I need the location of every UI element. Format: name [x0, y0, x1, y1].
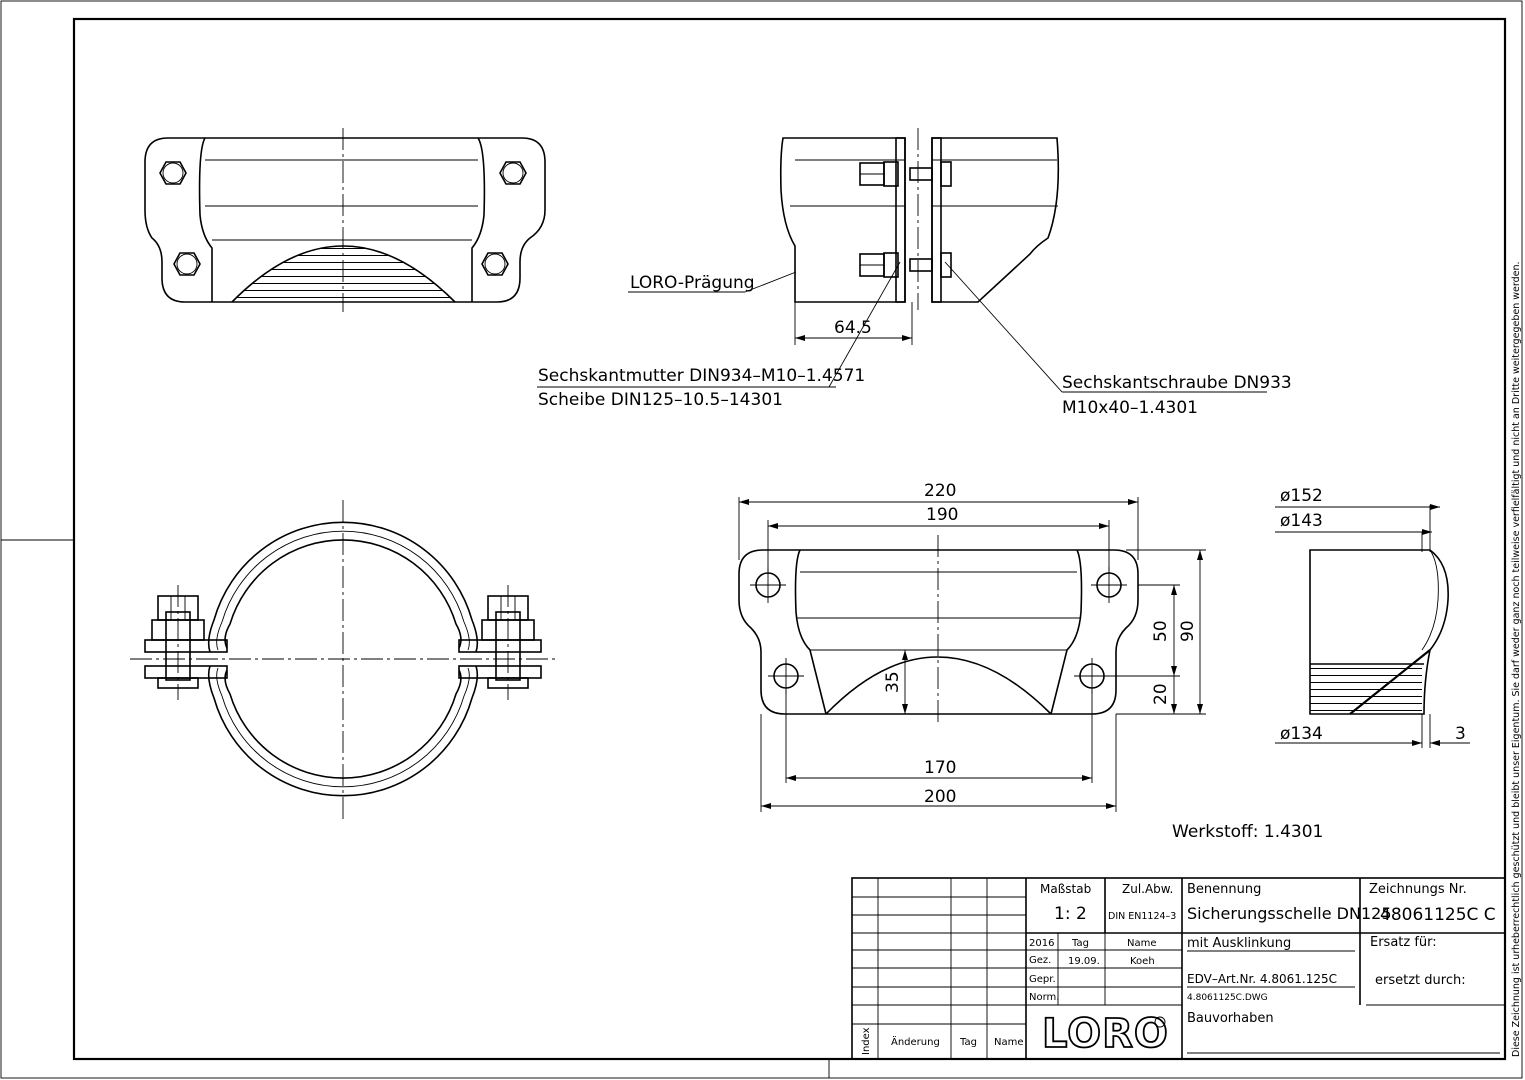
part-subname: mit Ausklinkung	[1187, 936, 1291, 951]
tolerance-value: DIN EN1124–3	[1108, 911, 1176, 922]
dim-50: 50	[1151, 620, 1171, 642]
loro-logo: LORO	[1041, 1010, 1169, 1058]
dim-220: 220	[924, 481, 956, 501]
day-label: Tag	[1071, 938, 1089, 949]
washer-spec: Scheibe DIN125–10.5–14301	[538, 390, 783, 410]
clamp-section-view	[1275, 504, 1470, 748]
dwg-file: 4.8061125C.DWG	[1187, 993, 1268, 1003]
dim-3: 3	[1455, 724, 1466, 744]
part-name: Sicherungsschelle DN125	[1187, 904, 1392, 923]
dia-134: ø134	[1280, 724, 1323, 744]
nut-spec: Sechskantmutter DIN934–M10–1.4571	[538, 366, 865, 386]
norm-label: Norm.	[1029, 992, 1059, 1003]
clamp-side-view	[537, 128, 1267, 393]
screw-size: M10x40–1.4301	[1062, 398, 1198, 418]
copyright-note: Diese Zeichnung ist urheberrechtlich ges…	[1511, 261, 1522, 1057]
dim-20: 20	[1151, 683, 1171, 705]
title-block	[851, 877, 1506, 1060]
dim-170: 170	[924, 758, 956, 778]
dim-64-5: 64.5	[834, 318, 872, 338]
dim-90: 90	[1178, 620, 1198, 642]
scale-label: Maßstab	[1040, 882, 1091, 896]
name-label-2: Name	[994, 1037, 1024, 1048]
checked-label: Gepr.	[1029, 974, 1056, 985]
clamp-front-view	[130, 500, 556, 820]
tolerance-label: Zul.Abw.	[1122, 882, 1173, 896]
screw-spec: Sechskantschraube DN933	[1062, 373, 1292, 393]
replaces-label: Ersatz für:	[1370, 935, 1437, 950]
drawn-date: 19.09.	[1068, 956, 1100, 967]
material-note: Werkstoff: 1.4301	[1172, 822, 1323, 842]
tag-label: Tag	[959, 1037, 977, 1048]
drawn-by: Koeh	[1130, 956, 1155, 967]
year: 2016	[1029, 938, 1054, 949]
drawing-no-label: Zeichnungs Nr.	[1369, 882, 1467, 897]
dim-200: 200	[924, 787, 956, 807]
dim-35: 35	[883, 671, 903, 693]
name-label: Benennung	[1187, 882, 1261, 897]
project-label: Bauvorhaben	[1187, 1011, 1274, 1026]
edv-number: EDV–Art.Nr. 4.8061.125C	[1187, 972, 1337, 986]
embossing-label: LORO-Prägung	[630, 273, 755, 293]
drawing-no: 48061125C C	[1380, 905, 1496, 925]
svg-text:LORO: LORO	[1042, 1011, 1169, 1057]
clamp-top-view	[144, 128, 546, 312]
drawn-label: Gez.	[1029, 955, 1051, 966]
change-label: Änderung	[891, 1035, 940, 1048]
dia-152: ø152	[1280, 486, 1323, 506]
dia-143: ø143	[1280, 511, 1323, 531]
name-col-label: Name	[1127, 938, 1157, 949]
scale-value: 1: 2	[1054, 904, 1087, 924]
replaced-by-label: ersetzt durch:	[1375, 973, 1466, 988]
dim-190: 190	[926, 505, 958, 525]
clamp-plan-view	[738, 497, 1206, 812]
index-label: Index	[861, 1027, 872, 1055]
